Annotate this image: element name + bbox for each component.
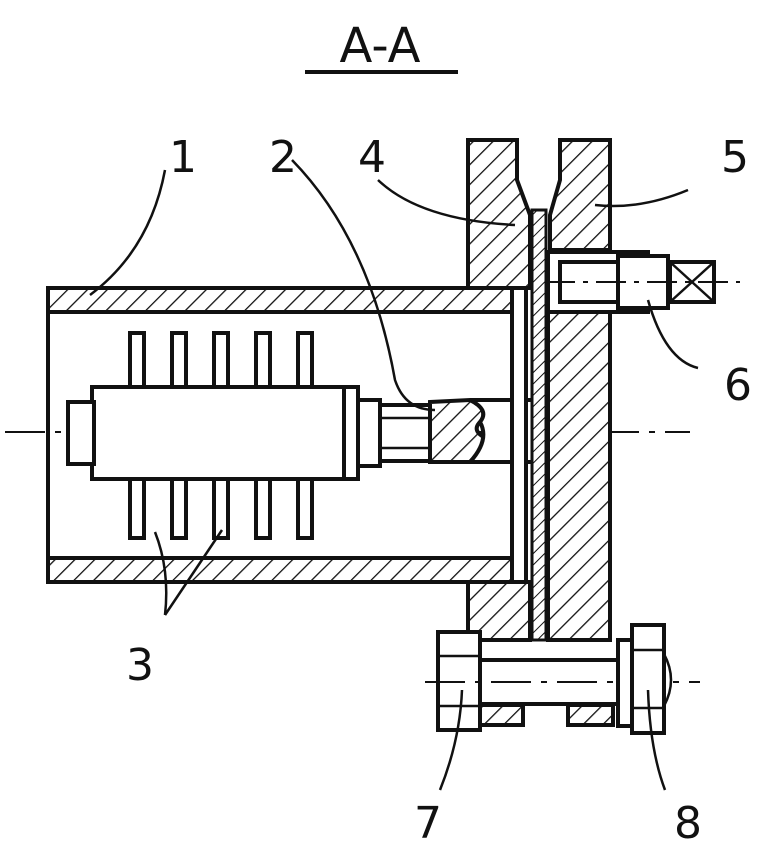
gasket [530,208,548,642]
flange-part-4 [466,138,532,727]
part-label-2: 2 [269,132,297,183]
part-label-1: 1 [169,132,197,183]
part-label-6: 6 [724,360,752,411]
part-label-8: 8 [674,798,702,849]
fins-part-3 [128,331,314,540]
part-label-4: 4 [358,132,386,183]
hub-body [66,385,432,481]
flange-part-5 [546,138,615,727]
part-label-7: 7 [414,798,442,849]
section-title: A-A [340,18,421,74]
nut-part-8 [616,623,673,735]
part-label-3: 3 [126,640,154,691]
part-label-5: 5 [721,132,749,183]
screw-part-6 [545,250,740,314]
leader-lines [89,159,699,791]
